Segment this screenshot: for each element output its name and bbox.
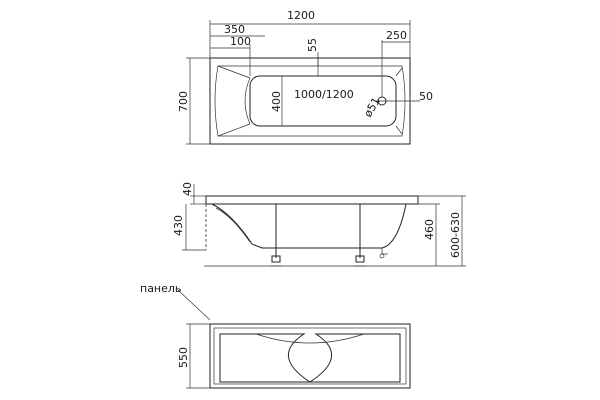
side-rim bbox=[205, 195, 419, 205]
dim-inner-depth: 460 bbox=[423, 219, 436, 240]
side-drain-pipe bbox=[381, 248, 388, 255]
top-rim-outline bbox=[214, 65, 406, 137]
dim-total-height: 600-630 bbox=[449, 212, 462, 258]
dim-inner-height: 400 bbox=[270, 91, 283, 112]
panel-left-shape bbox=[219, 333, 312, 383]
dim-offset-inner: 100 bbox=[230, 35, 251, 48]
dim-drain-offset: 55 bbox=[306, 38, 319, 52]
dim-overall-width: 1200 bbox=[287, 9, 315, 22]
head-rest-outline bbox=[217, 65, 251, 137]
panel-label: панель bbox=[140, 282, 181, 295]
dim-panel-height: 550 bbox=[177, 347, 190, 368]
panel-leader-line bbox=[177, 289, 211, 321]
foot-slope-outline bbox=[395, 67, 403, 135]
panel-inner-outline bbox=[213, 327, 407, 385]
side-body bbox=[211, 203, 407, 249]
dim-inner-length: 1000/1200 bbox=[294, 88, 354, 101]
panel-right-shape bbox=[308, 333, 401, 383]
dim-height: 700 bbox=[177, 91, 190, 112]
dim-offset-left: 350 bbox=[224, 23, 245, 36]
dim-drain-edge: 50 bbox=[419, 90, 433, 103]
panel-outer-outline bbox=[209, 323, 411, 389]
top-view: 1200 350 100 55 250 700 400 1000/1200 ø5… bbox=[177, 9, 433, 145]
side-foot-right bbox=[355, 255, 365, 263]
panel-view: панель 550 bbox=[140, 282, 411, 389]
dim-drain-right: 250 bbox=[386, 29, 407, 42]
side-body-inner bbox=[215, 207, 251, 243]
side-drain-cap bbox=[379, 253, 385, 259]
side-foot-left bbox=[271, 255, 281, 263]
dim-depth: 430 bbox=[172, 215, 185, 236]
dim-drain-diameter: ø51 bbox=[361, 95, 383, 119]
dim-rim: 40 bbox=[181, 182, 194, 196]
panel-top-arc bbox=[255, 333, 365, 344]
side-view: 40 430 460 600-630 bbox=[172, 182, 466, 267]
